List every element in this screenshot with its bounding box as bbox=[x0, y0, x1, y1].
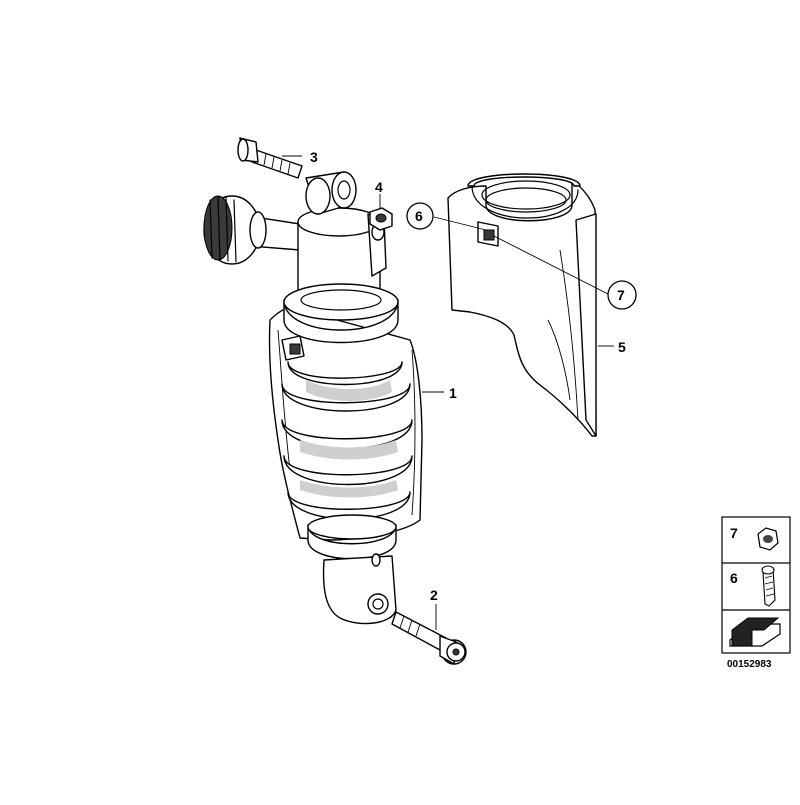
coil-spring bbox=[281, 361, 413, 520]
callout-1: 1 bbox=[449, 385, 457, 401]
hex-nut-icon bbox=[757, 527, 779, 551]
callout-3: 3 bbox=[310, 149, 318, 165]
upper-mount-bushing bbox=[305, 171, 357, 215]
shock-guard-cover bbox=[447, 173, 597, 437]
shock-absorber bbox=[203, 195, 423, 625]
leader-lines bbox=[282, 155, 614, 630]
callout-2: 2 bbox=[430, 587, 438, 603]
callout-7: 7 bbox=[617, 287, 625, 303]
upper-bolt bbox=[237, 137, 303, 179]
callout-7-circle: 7 bbox=[607, 280, 637, 310]
shim-arrow-icon bbox=[729, 617, 781, 647]
legend-label-top: 7 bbox=[730, 525, 738, 541]
hex-nut-part bbox=[369, 207, 393, 231]
callout-6-circle: 6 bbox=[406, 202, 434, 230]
small-parts-legend: 7 6 bbox=[721, 516, 791, 654]
preload-adjuster-knob bbox=[203, 195, 267, 265]
diagram-number: 00152983 bbox=[727, 659, 772, 670]
socket-head-screw-icon bbox=[761, 565, 776, 607]
lower-bolt bbox=[391, 611, 467, 665]
callout-4: 4 bbox=[375, 179, 383, 195]
callout-6: 6 bbox=[415, 208, 423, 224]
legend-label-mid: 6 bbox=[730, 570, 738, 586]
callout-5: 5 bbox=[618, 339, 626, 355]
